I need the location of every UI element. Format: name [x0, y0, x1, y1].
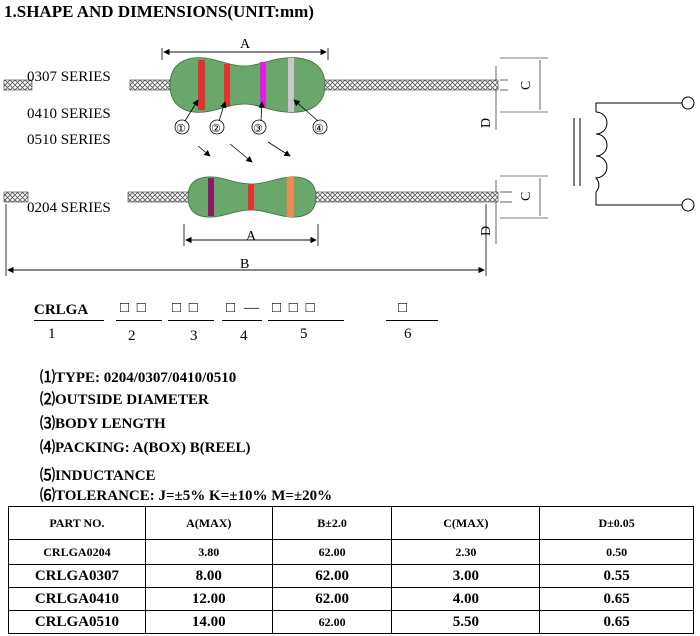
section-title: 1.SHAPE AND DIMENSIONS(UNIT:mm)	[4, 2, 314, 21]
code-prefix: CRLGA	[34, 302, 89, 318]
header-a-max: A(MAX)	[144, 506, 273, 540]
top-lead-right	[319, 79, 499, 91]
dim-label-a-bottom: A	[246, 229, 257, 244]
dim-label-c-bottom: C	[519, 192, 534, 201]
code-box-3: □ □	[172, 300, 200, 316]
code-underline-5	[268, 320, 344, 321]
code-box-5: □ □ □	[272, 300, 317, 316]
dimension-drawing: 0307 SERIES 0410 SERIES 0510 SERIES 0204…	[3, 37, 695, 276]
header-part-no: PART NO.	[8, 506, 146, 540]
legend-packing: ⑷PACKING: A(BOX) B(REEL)	[40, 440, 251, 456]
table-cell: CRLGA0410	[8, 587, 146, 611]
table-cell: 62.00	[271, 539, 393, 565]
bottom-band-1	[208, 178, 214, 216]
table-cell: 12.00	[144, 587, 273, 611]
table-cell: CRLGA0204	[8, 539, 146, 565]
top-band-2	[224, 64, 230, 106]
code-box-2: □ □	[120, 300, 148, 316]
top-inductor	[3, 48, 548, 135]
band-marker-1: ①	[176, 122, 186, 135]
legend-tolerance: ⑹TOLERANCE: J=±5% K=±10% M=±20%	[40, 488, 333, 504]
table-row: CRLGA0410 12.00 62.00 4.00 0.65	[8, 587, 694, 611]
table-cell: 62.00	[271, 564, 393, 588]
table-row: CRLGA0307 8.00 62.00 3.00 0.55	[8, 564, 694, 588]
bottom-inductor	[3, 175, 548, 276]
code-number-6: 6	[404, 326, 412, 342]
code-underline-2	[116, 320, 162, 321]
table-row: CRLGA0510 14.00 62.00 5.50 0.65	[8, 610, 694, 634]
bottom-lead-left	[3, 191, 29, 203]
top-band-1	[198, 60, 205, 110]
part-code: CRLGA □ □ □ □ □ — □ □ □ □ 1 2 3 4 5 6	[0, 300, 700, 350]
table-cell: 3.00	[391, 564, 541, 588]
table-cell: 2.30	[391, 539, 541, 565]
header-c-max: C(MAX)	[391, 506, 541, 540]
code-number-2: 2	[128, 328, 136, 344]
table-cell: 3.80	[144, 539, 273, 565]
bottom-band-3	[287, 177, 294, 217]
header-b: B±2.0	[271, 506, 393, 540]
bottom-band-2	[248, 184, 254, 210]
table-cell: 0.55	[539, 564, 694, 588]
bottom-lead-right	[311, 191, 499, 203]
series-label-0307: 0307 SERIES	[27, 69, 111, 85]
dim-label-a-top: A	[240, 37, 251, 52]
code-number-4: 4	[240, 328, 248, 344]
band-marker-2: ②	[211, 122, 221, 135]
top-band-3	[260, 62, 266, 108]
code-number-1: 1	[48, 326, 56, 342]
top-lead-left	[3, 79, 33, 91]
code-underline-3	[168, 320, 214, 321]
top-body	[169, 57, 326, 113]
table-cell: 0.50	[539, 539, 694, 565]
code-box-4: □	[226, 300, 238, 316]
legend-inductance: ⑸INDUCTANCE	[40, 468, 156, 484]
code-box-6: □	[398, 300, 410, 316]
dim-label-d-top: D	[479, 118, 494, 128]
top-lead-left-inner	[129, 79, 171, 91]
inductor-symbol	[573, 96, 695, 212]
table-cell: 0.65	[539, 587, 694, 611]
code-underline-6	[386, 320, 438, 321]
table-cell: 0.65	[539, 610, 694, 634]
table-cell: 62.00	[271, 587, 393, 611]
series-label-0510: 0510 SERIES	[27, 132, 111, 148]
series-label-0204: 0204 SERIES	[27, 200, 111, 216]
band-marker-4: ④	[314, 122, 324, 135]
legend-type: ⑴TYPE: 0204/0307/0410/0510	[40, 370, 237, 386]
series-label-0410: 0410 SERIES	[27, 106, 111, 122]
table-cell: 14.00	[144, 610, 273, 634]
table-cell: CRLGA0510	[8, 610, 146, 634]
legend-outside-diameter: ⑵OUTSIDE DIAMETER	[40, 392, 209, 408]
table-cell: 4.00	[391, 587, 541, 611]
dim-label-c-top: C	[519, 81, 534, 90]
code-number-3: 3	[190, 328, 198, 344]
table-cell: 62.00	[271, 610, 393, 634]
dim-label-d-bottom: D	[479, 226, 494, 236]
table-row: CRLGA0204 3.80 62.00 2.30 0.50	[8, 539, 694, 565]
header-d: D±0.05	[539, 506, 694, 540]
table-cell: 8.00	[144, 564, 273, 588]
code-underline-4	[222, 320, 262, 321]
table-header-row: PART NO. A(MAX) B±2.0 C(MAX) D±0.05	[8, 506, 694, 540]
table-cell: CRLGA0307	[8, 564, 146, 588]
code-dash: —	[244, 300, 261, 316]
dim-label-b: B	[240, 257, 249, 272]
top-band-4	[288, 58, 294, 112]
table-cell: 5.50	[391, 610, 541, 634]
legend-body-length: ⑶BODY LENGTH	[40, 416, 166, 432]
dimensions-table: PART NO. A(MAX) B±2.0 C(MAX) D±0.05 CRLG…	[8, 506, 694, 634]
bottom-lead-left-inner	[127, 191, 191, 203]
code-underline-1	[34, 320, 104, 321]
code-number-5: 5	[300, 326, 308, 342]
band-marker-3: ③	[253, 122, 263, 135]
